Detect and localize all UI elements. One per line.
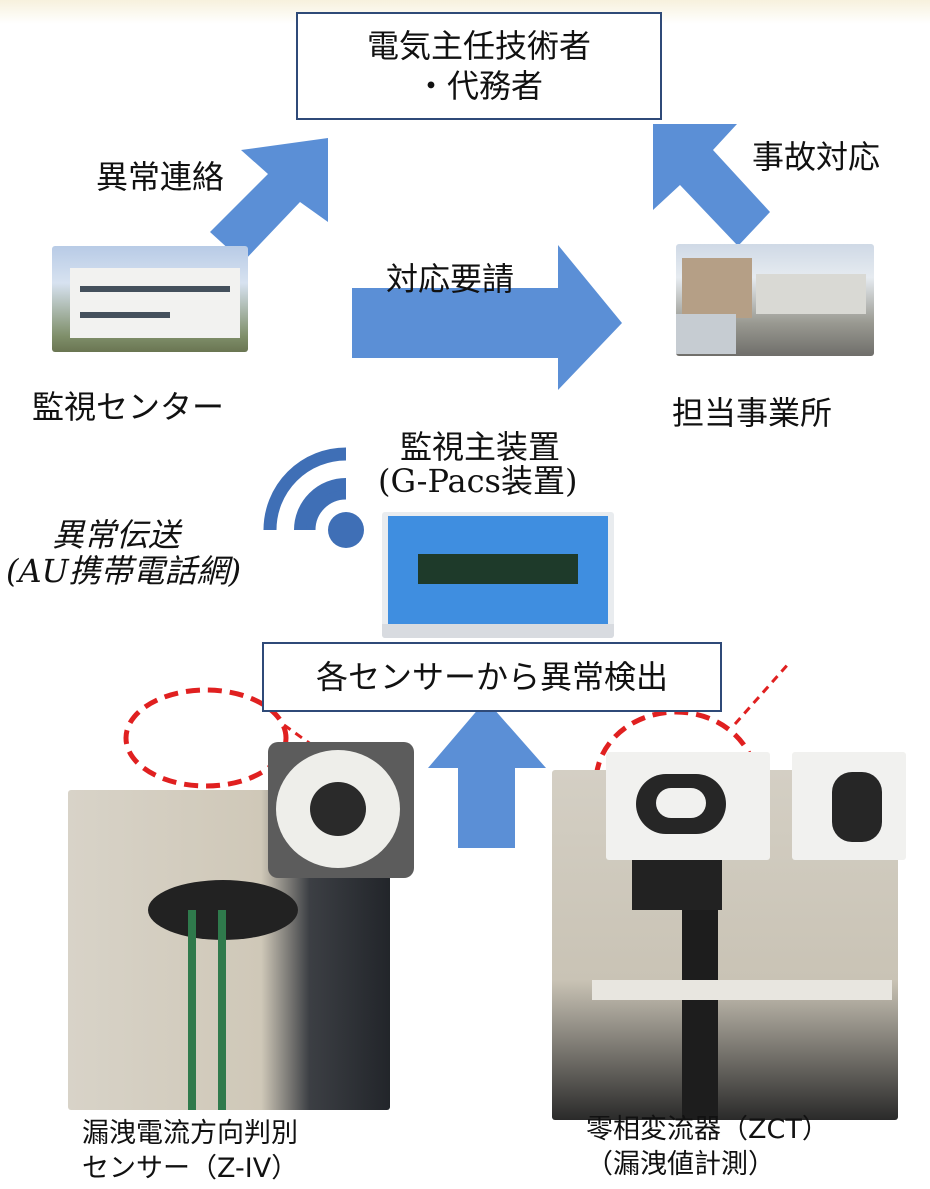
right-sensor-leader <box>733 661 792 725</box>
monitoring-center-photo <box>52 246 248 352</box>
detection-up-arrow <box>428 700 546 848</box>
g-pacs-device-photo <box>382 512 614 638</box>
z-iv-sensor-photo <box>268 742 414 878</box>
right-sensor-caption: 零相変流器（ZCT） （漏洩値計測） <box>586 1112 829 1182</box>
left-sensor-caption-line1: 漏洩電流方向判別 <box>82 1118 298 1149</box>
response-request-label: 対応要請 <box>386 260 515 298</box>
chief-engineer-subtitle: ・代務者 <box>414 67 543 105</box>
left-sensor-caption: 漏洩電流方向判別 センサー（Z-IV） <box>82 1116 298 1186</box>
left-sensor-installation-photo <box>68 790 390 1110</box>
main-device-model: (G-Pacs装置) <box>378 462 578 500</box>
abnormal-contact-label: 異常連絡 <box>96 158 225 196</box>
wireless-signal-icon <box>263 447 364 548</box>
right-sensor-caption-line1: 零相変流器（ZCT） <box>586 1114 829 1145</box>
abnormal-contact-arrow <box>210 138 328 262</box>
zct-clamp-photo-1 <box>606 752 770 860</box>
transmission-label: 異常伝送 <box>52 516 181 554</box>
main-device-label: 監視主装置 <box>400 428 561 466</box>
accident-response-arrow <box>653 124 770 246</box>
sensor-detection-text: 各センサーから異常検出 <box>315 658 668 696</box>
left-sensor-caption-line2: センサー（Z-IV） <box>82 1153 299 1185</box>
accident-response-label: 事故対応 <box>752 138 881 176</box>
left-sensor-highlight <box>123 687 289 789</box>
transmission-network: (AU携帯電話網) <box>6 552 242 590</box>
business-office-label: 担当事業所 <box>672 394 833 432</box>
business-office-photo <box>676 244 874 356</box>
zct-clamp-photo-2 <box>792 752 906 860</box>
monitoring-center-label: 監視センター <box>32 388 225 426</box>
chief-engineer-box: 電気主任技術者 ・代務者 <box>296 12 662 120</box>
right-sensor-caption-line2: （漏洩値計測） <box>586 1149 775 1181</box>
sensor-detection-box: 各センサーから異常検出 <box>262 642 722 712</box>
response-request-arrow <box>352 245 622 390</box>
chief-engineer-title: 電気主任技術者 <box>366 27 591 65</box>
